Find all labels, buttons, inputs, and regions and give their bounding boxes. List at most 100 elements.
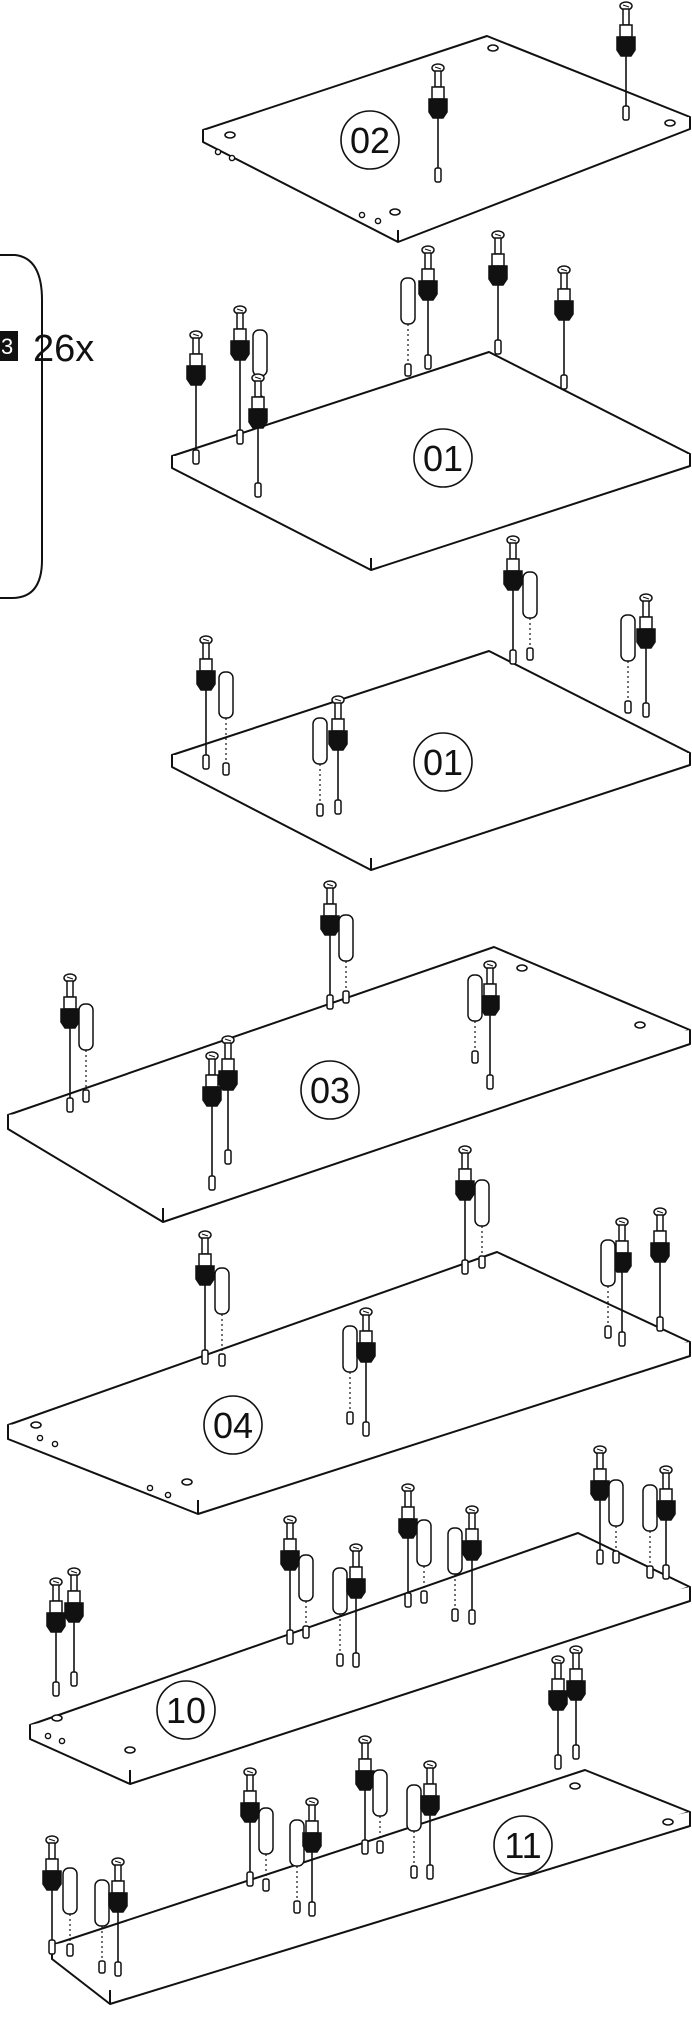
edge-hole: [374, 217, 382, 225]
wooden-dowel-icon: [312, 717, 328, 817]
wooden-dowel-icon: [214, 1267, 230, 1367]
panel-edge: [202, 117, 691, 243]
panel-label: 04: [203, 1395, 263, 1455]
wooden-dowel-icon: [406, 1784, 422, 1879]
cam-bolt-icon: [418, 245, 438, 370]
cam-bolt-icon: [548, 1655, 568, 1770]
panel-03: 03: [7, 946, 691, 1223]
wooden-dowel-icon: [608, 1479, 624, 1564]
part-number-badge: 3: [0, 331, 18, 361]
cam-bolt-icon: [398, 1483, 418, 1608]
cam-bolt-icon: [46, 1577, 66, 1697]
cam-bolt-icon: [455, 1145, 475, 1275]
panel-hole: [487, 44, 499, 52]
panel-number: 11: [504, 1825, 541, 1866]
wooden-dowel-icon: [522, 571, 538, 661]
cam-bolt-icon: [462, 1505, 482, 1625]
cam-bolt-icon: [328, 695, 348, 815]
wooden-dowel-icon: [447, 1527, 463, 1622]
panel-01: 01: [171, 351, 691, 571]
panel-label: 02: [340, 110, 400, 170]
cam-bolt-icon: [420, 1760, 440, 1880]
part-number: 3: [1, 334, 13, 359]
panel-hole: [662, 1818, 674, 1826]
panel-label: 10: [156, 1680, 216, 1740]
edge-hole: [51, 1440, 59, 1448]
panel-10: 10: [29, 1532, 691, 1785]
wooden-dowel-icon: [298, 1554, 314, 1639]
cam-bolt-icon: [202, 1051, 222, 1191]
cam-bolt-icon: [195, 1230, 215, 1365]
cam-bolt-icon: [554, 265, 574, 390]
cam-bolt-icon: [346, 1543, 366, 1668]
cam-bolt-icon: [488, 230, 508, 355]
wooden-dowel-icon: [372, 1769, 388, 1854]
wooden-dowel-icon: [416, 1519, 432, 1604]
panel-hole: [181, 1478, 193, 1486]
cam-bolt-icon: [356, 1307, 376, 1437]
cam-bolt-icon: [280, 1515, 300, 1645]
cam-bolt-icon: [196, 635, 216, 770]
panel-number: 01: [423, 742, 463, 783]
cam-bolt-icon: [302, 1797, 322, 1917]
edge-hole: [44, 1732, 52, 1740]
edge-hole: [58, 1737, 66, 1745]
wooden-dowel-icon: [78, 1003, 94, 1103]
edge-hole: [214, 148, 222, 156]
cam-bolt-icon: [590, 1445, 610, 1565]
panel-04: 04: [7, 1251, 691, 1515]
panel-hole: [569, 1782, 581, 1790]
cam-bolt-icon: [42, 1835, 62, 1955]
cam-bolt-icon: [230, 305, 250, 445]
wooden-dowel-icon: [218, 671, 234, 776]
cam-bolt-icon: [108, 1857, 128, 1977]
edge-hole: [36, 1434, 44, 1442]
wooden-dowel-icon: [474, 1179, 490, 1269]
panel-11: 11: [51, 1769, 691, 2005]
panel-label: 01: [413, 428, 473, 488]
panel-number: 02: [350, 120, 390, 161]
cam-bolt-icon: [320, 880, 340, 1010]
edge-hole: [228, 154, 236, 162]
panels-group: 02 01 01 03 04 10 11: [7, 35, 691, 2005]
fasteners-group: [42, 1, 676, 1977]
panel-number: 03: [310, 1070, 350, 1111]
cam-bolt-icon: [480, 960, 500, 1090]
panel-label: 11: [493, 1815, 553, 1875]
cam-bolt-icon: [503, 535, 523, 665]
cam-bolt-icon: [186, 330, 206, 465]
wooden-dowel-icon: [642, 1484, 658, 1579]
panel-hole: [634, 1021, 646, 1029]
panel-hole: [664, 119, 676, 127]
wooden-dowel-icon: [332, 1567, 348, 1667]
cam-bolt-icon: [566, 1645, 586, 1760]
part-callout: 3 26x: [0, 254, 94, 599]
panel-hole: [516, 964, 528, 972]
wooden-dowel-icon: [289, 1819, 305, 1914]
panel-label: 03: [300, 1060, 360, 1120]
cam-bolt-icon: [64, 1567, 84, 1687]
cam-bolt-icon: [616, 1, 636, 121]
panel-number: 10: [166, 1690, 206, 1731]
panel-hole: [224, 131, 236, 139]
cam-bolt-icon: [240, 1767, 260, 1887]
cam-bolt-icon: [248, 373, 268, 498]
cam-bolt-icon: [612, 1217, 632, 1347]
wooden-dowel-icon: [62, 1867, 78, 1957]
panel-number: 01: [423, 438, 463, 479]
panel-label: 01: [413, 732, 473, 792]
wooden-dowel-icon: [620, 614, 636, 714]
quantity-label: 26x: [33, 328, 94, 370]
edge-hole: [164, 1491, 172, 1499]
cam-bolt-icon: [218, 1035, 238, 1165]
panel-02: 02: [202, 35, 691, 243]
wooden-dowel-icon: [400, 277, 416, 377]
edge-hole: [358, 211, 366, 219]
cam-bolt-icon: [428, 63, 448, 183]
cam-bolt-icon: [636, 593, 656, 718]
wooden-dowel-icon: [258, 1807, 274, 1892]
panel-hole: [30, 1421, 42, 1429]
wooden-dowel-icon: [600, 1239, 616, 1339]
panel-01: 01: [171, 650, 691, 871]
